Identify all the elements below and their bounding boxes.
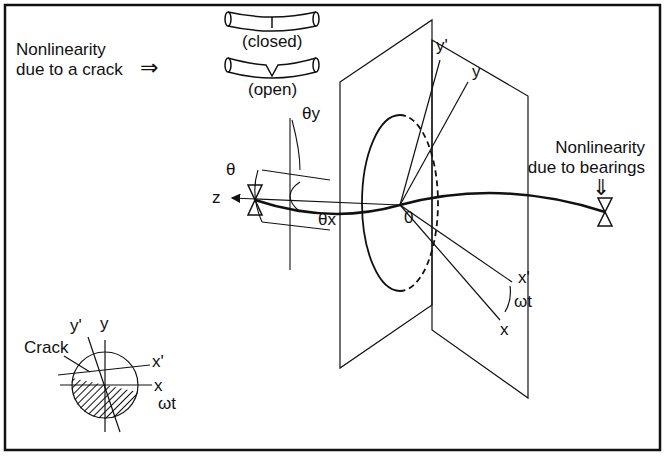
figure-label: ωt: [158, 394, 176, 414]
figure-label: z: [212, 188, 221, 208]
figure-label: x': [518, 268, 530, 288]
figure-label: 0: [404, 208, 413, 228]
figure-label: (open): [248, 80, 297, 100]
figure-label: x: [154, 376, 163, 396]
figure-label: Crack: [24, 338, 68, 358]
figure-label: Nonlinearity due to a crack: [16, 40, 136, 80]
figure-label: θx: [318, 210, 336, 230]
figure-label: ⇒: [140, 58, 158, 78]
figure-label: y': [70, 316, 82, 336]
figure-label: ωt: [514, 292, 532, 312]
figure-label: ⇓: [592, 178, 610, 198]
figure-label: y: [100, 314, 109, 334]
figure-label: y: [472, 62, 481, 82]
figure-label: x': [152, 352, 164, 372]
figure-label: y': [436, 36, 448, 56]
figure-label: (closed): [242, 32, 302, 52]
figure-label: θy: [302, 104, 320, 124]
figure-label: θ: [226, 160, 235, 180]
figure-label: Nonlinearity due to bearings: [524, 138, 645, 178]
figure-label: x: [500, 320, 509, 340]
